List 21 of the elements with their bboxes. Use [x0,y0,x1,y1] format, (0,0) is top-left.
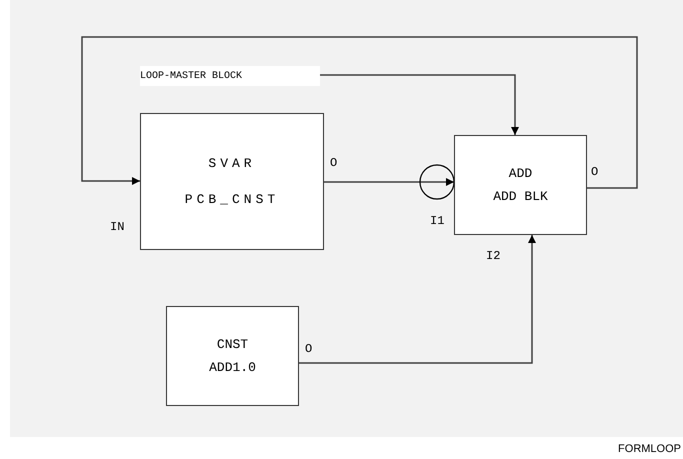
port-label: IN [110,219,124,236]
arrow [324,178,454,186]
block-name: ADD1.0 [209,359,256,377]
port-label: O [305,341,312,358]
block-label-text: LOOP-MASTER BLOCK [140,70,242,84]
port-label: I1 [430,213,444,230]
block-type: SVAR [208,155,256,173]
function-block [140,113,324,250]
block-label [140,66,320,86]
function-block [454,135,587,235]
port-label: I2 [486,248,500,265]
block-type: ADD [508,164,532,182]
block-type: CNST [216,336,248,354]
arrow [320,74,519,135]
block-name: ADD BLK [493,188,548,206]
port-label: O [330,155,338,172]
arrow [299,235,536,364]
block-name: PCB_CNST [184,190,280,208]
port-label: O [591,164,598,181]
function-block [166,306,299,406]
figure-id: FORMLOOP [618,442,681,457]
